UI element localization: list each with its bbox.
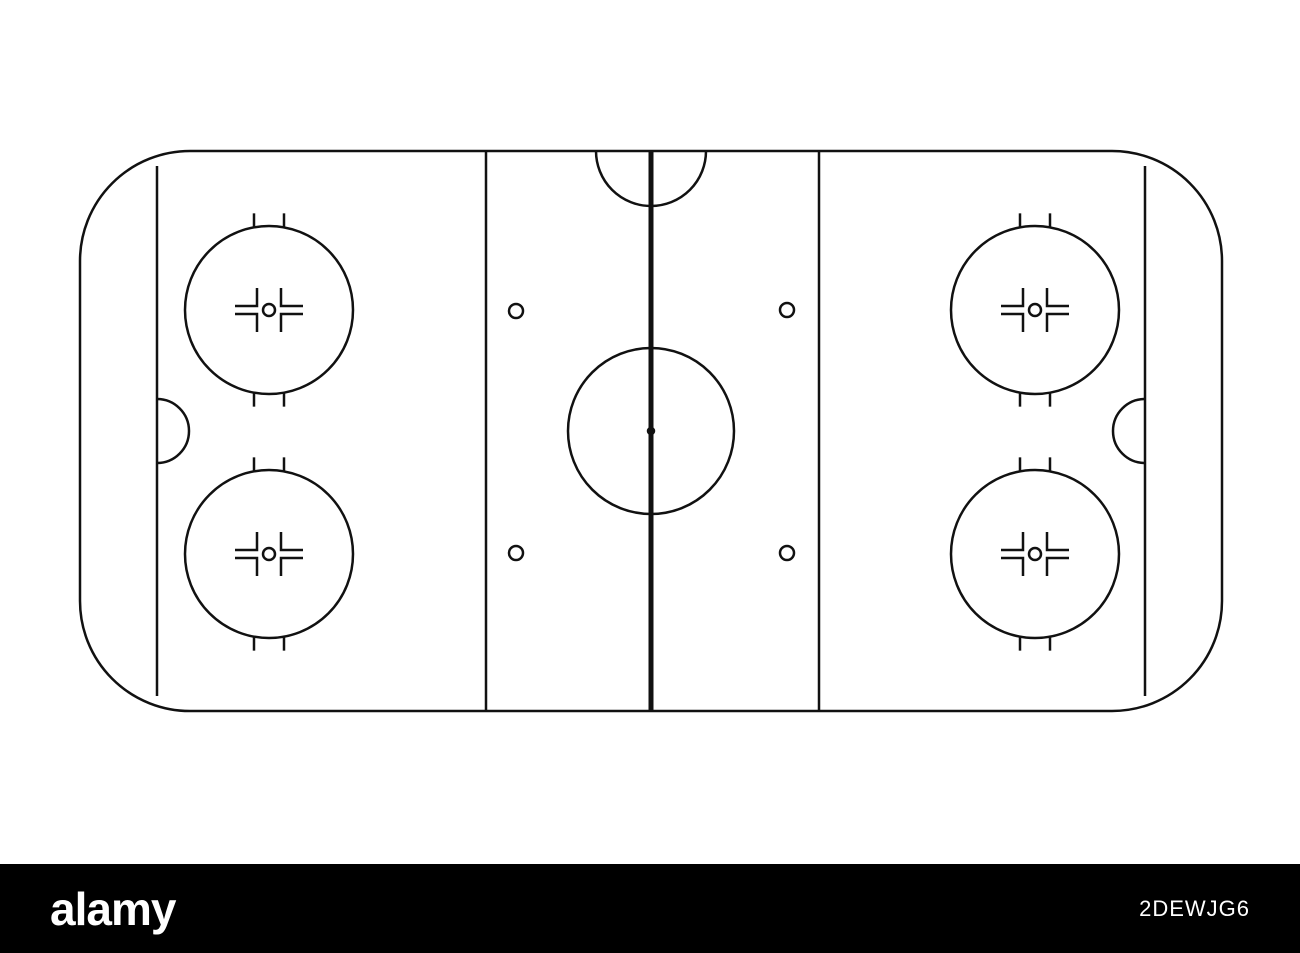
- faceoff-circle: [949, 468, 1121, 640]
- faceoff-circle: [949, 224, 1121, 396]
- faceoff-dot: [1027, 546, 1043, 562]
- watermark-bar: alamy 2DEWJG6: [0, 864, 1300, 953]
- faceoff-l-marking: [1045, 532, 1069, 552]
- end-zone-faceoff: [183, 213, 355, 407]
- end-zone-faceoff: [183, 457, 355, 651]
- faceoff-l-marking: [235, 288, 259, 308]
- referee-crease: [594, 150, 708, 208]
- left-goal-crease: [156, 397, 191, 465]
- neutral-zone-dot: [507, 302, 525, 320]
- faceoff-l-marking: [1001, 312, 1025, 332]
- faceoff-dot: [1027, 302, 1043, 318]
- neutral-zone-dot: [778, 301, 796, 319]
- faceoff-circle: [183, 468, 355, 640]
- faceoff-l-marking: [1045, 288, 1069, 308]
- faceoff-l-marking: [1001, 556, 1025, 576]
- faceoff-l-marking: [279, 312, 303, 332]
- right-goal-crease: [1111, 397, 1146, 465]
- faceoff-l-marking: [279, 556, 303, 576]
- faceoff-l-marking: [1045, 312, 1069, 332]
- hockey-rink-diagram: [78, 149, 1224, 713]
- faceoff-l-marking: [235, 556, 259, 576]
- image-id: 2DEWJG6: [1139, 895, 1250, 921]
- faceoff-l-marking: [279, 532, 303, 552]
- faceoff-l-marking: [1045, 556, 1069, 576]
- center-faceoff-circle: [566, 346, 736, 516]
- end-zone-faceoff: [949, 213, 1121, 407]
- faceoff-l-marking: [235, 532, 259, 552]
- faceoff-circle: [183, 224, 355, 396]
- faceoff-l-marking: [1001, 532, 1025, 552]
- neutral-zone-dot: [778, 544, 796, 562]
- faceoff-l-marking: [279, 288, 303, 308]
- neutral-zone-dot: [507, 544, 525, 562]
- center-faceoff-dot: [646, 426, 656, 436]
- end-zone-faceoff: [949, 457, 1121, 651]
- faceoff-l-marking: [1001, 288, 1025, 308]
- faceoff-dot: [261, 546, 277, 562]
- faceoff-l-marking: [235, 312, 259, 332]
- faceoff-dot: [261, 302, 277, 318]
- brand-logo: alamy: [50, 882, 176, 935]
